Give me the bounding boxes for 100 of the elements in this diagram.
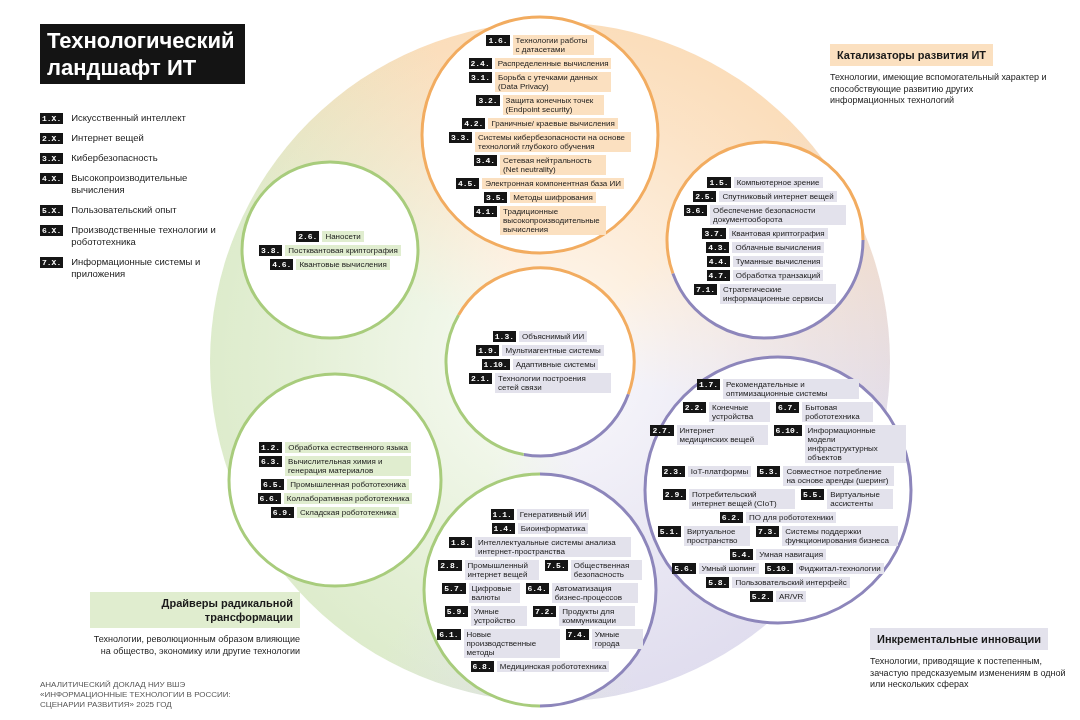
technology-name: Пользовательский интерфейс (732, 576, 850, 588)
legend-text: Искусственный интеллект (71, 112, 186, 124)
code-tag: 2.4. (468, 58, 492, 69)
technology-name: Туманные вычисления (732, 255, 824, 267)
legend-code: 3.X. (40, 153, 64, 164)
technology-name: Постквантовая криптография (285, 244, 401, 256)
code-tag: 5.4. (730, 548, 754, 560)
code-tag: 1.4. (491, 522, 515, 534)
technology-name: Коллаборативная робототехника (283, 493, 413, 504)
legend-code: 7.X. (40, 257, 64, 268)
code-tag: 6.5. (261, 479, 285, 490)
technology-name: Спутниковый интернет вещей (719, 190, 837, 202)
category-heading: Катализаторы развития ИТ (830, 44, 993, 66)
technology-name: Граничные/ краевые вычисления (488, 118, 618, 129)
code-tag: 1.10. (481, 359, 510, 370)
technology-name: Сетевая нейтральность (Net neutrality) (500, 155, 607, 175)
code-tag: 4.7. (706, 269, 730, 281)
technology-name: Умные устройство (471, 605, 527, 626)
code-tag: 6.9. (270, 507, 294, 518)
code-tag: 1.5. (707, 176, 731, 188)
technology-name: Традиционные высокопроизводительные вычисления (500, 206, 607, 235)
code-tag: 5.8. (706, 576, 730, 588)
code-tag: 2.7. (650, 424, 674, 436)
legend-text: Кибербезопасность (71, 152, 158, 164)
technology-name: Технологии работы с датасетами (512, 35, 594, 55)
code-tag: 7.1. (693, 283, 718, 295)
code-tag: 4.6. (270, 258, 294, 270)
technology-name: Методы шифрования (510, 192, 596, 203)
code-tag: 2.5. (693, 190, 717, 202)
code-tag: 1.8. (448, 536, 473, 548)
technology-name: Бытовая робототехника (802, 401, 874, 422)
technology-name: Защита конечных точек (Endpoint security) (502, 95, 604, 115)
code-tag: 3.4. (473, 155, 498, 166)
technology-name: AR/VR (775, 590, 807, 602)
caption: АНАЛИТИЧЕСКИЙ ДОКЛАД НИУ ВШЭ «ИНФОРМАЦИОННЫЕ ТЕХНОЛОГИИ В РОССИИ: СЦЕНАРИИ РАЗВИТИЯ» 2025 ГОД (40, 680, 232, 710)
technology-name: Стратегические информационные сервисы (720, 283, 837, 304)
technology-name: ПО для робототехники (745, 511, 837, 523)
code-tag: 5.5. (801, 488, 825, 500)
code-tag: 2.3. (661, 465, 685, 477)
code-tag: 7.3. (756, 525, 780, 537)
code-tag: 6.6. (257, 493, 281, 504)
technology-name: Фиджитал-технологии (795, 562, 884, 574)
code-tag: 2.2. (682, 401, 706, 413)
code-tag: 1.2. (258, 442, 283, 453)
technology-name: Распределенные вычисления (494, 58, 612, 69)
code-tag: 2.9. (662, 488, 686, 500)
code-tag: 3.7. (702, 227, 726, 239)
technology-name: Мультиагентные системы (502, 345, 604, 356)
category-description: Технологии, имеющие вспомогательный характер и способствующие развитию других информационных технологий (830, 72, 1048, 107)
technology-name: Квантовые вычисления (296, 258, 390, 270)
technology-name: Умный шопинг (698, 562, 759, 574)
code-tag: 5.7. (442, 582, 466, 594)
legend-code: 6.X. (40, 225, 64, 236)
legend-code: 1.X. (40, 113, 64, 124)
technology-name: Новые производственные методы (463, 628, 560, 658)
legend-text: Высокопроизводительные вычисления (71, 172, 189, 196)
code-tag: 3.2. (476, 95, 500, 106)
technology-name: Конечные устройства (709, 401, 770, 422)
technology-name: Системы поддержки функционирования бизнеса (782, 525, 899, 546)
legend-code: 5.X. (40, 205, 64, 216)
code-tag: 6.1. (437, 628, 461, 640)
technology-name: Электронная компонентная база ИИ (482, 178, 625, 189)
technology-name: Вычислительная химия и генерация материалов (285, 456, 412, 476)
category-heading: Инкрементальные инновации (870, 628, 1048, 650)
legend-text: Интернет вещей (71, 132, 144, 144)
technology-name: Виртуальное пространство (684, 525, 750, 546)
code-tag: 3.5. (484, 192, 508, 203)
code-tag: 1.1. (490, 508, 514, 520)
technology-name: Компьютерное зрение (733, 176, 823, 188)
technology-name: Облачные вычисления (732, 241, 824, 253)
code-tag: 5.3. (757, 465, 781, 477)
technology-name: Обработка естественного языка (285, 442, 412, 453)
code-tag: 5.10. (764, 562, 793, 574)
category-description: Технологии, приводящие к постепенным, зачастую предсказуемым изменениям в одной или нескольких сферах (870, 656, 1067, 691)
technology-name: Промышленная робототехника (287, 479, 409, 490)
technology-name: Продукты для коммуникации (559, 605, 636, 626)
technology-name: Системы кибербезопасности на основе технологий глубокого обучения (475, 132, 632, 152)
technology-name: Объяснимый ИИ (519, 331, 588, 342)
code-tag: 3.3. (448, 132, 473, 143)
legend-code: 4.X. (40, 173, 64, 184)
category-description: Технологии, революционным образом влияющие на общество, экономику или другие технологии (92, 634, 300, 657)
code-tag: 2.6. (296, 230, 320, 242)
technology-name: Биоинформатика (517, 522, 589, 534)
code-tag: 1.9. (476, 345, 500, 356)
code-tag: 5.1. (657, 525, 681, 537)
code-tag: 7.4. (565, 628, 589, 640)
code-tag: 4.1. (473, 206, 498, 217)
code-tag: 5.9. (444, 605, 468, 617)
technology-name: Квантовая криптография (728, 227, 828, 239)
legend-code: 2.X. (40, 133, 64, 144)
code-tag: 3.1. (468, 72, 493, 83)
technology-name: Складская робототехника (296, 507, 400, 518)
technology-name: Медицинская робототехника (496, 660, 610, 672)
code-tag: 6.7. (776, 401, 800, 413)
code-tag: 7.5. (544, 559, 568, 571)
diagram-title: Технологический ландшафт ИТ (40, 24, 245, 84)
code-tag: 1.3. (492, 331, 516, 342)
technology-name: Интеллектуальные системы анализа интернет-пространства (475, 536, 632, 557)
code-tag: 2.1. (468, 373, 493, 384)
code-tag: 3.6. (683, 204, 708, 216)
